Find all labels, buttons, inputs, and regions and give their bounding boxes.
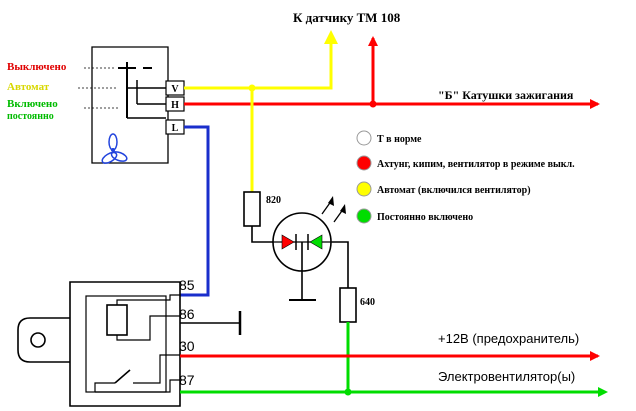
resistor-820 [243,191,261,227]
terminal-v-label: V [171,84,179,95]
fan-arrow [598,387,608,397]
switch-pos-auto: Автомат [7,81,50,93]
switch-pos-off: Выключено [7,61,67,73]
relay-contact [114,369,131,384]
resistor-640-label: 640 [360,297,375,308]
switch-pos-on: Включено [7,98,58,110]
yellow-junction-dot [248,84,256,92]
plus12-label: +12В (предохранитель) [438,331,579,346]
legend-text-on: Постоянно включено [377,212,473,223]
legend-dot-normal [356,130,372,146]
fan-icon [101,133,128,164]
resistor-640 [339,287,357,323]
legend-text-normal: Т в норме [377,134,422,145]
legend: Т в норме Ахтунг, кипим, вентилятор в ре… [356,130,575,224]
sensor-arrow [324,30,338,44]
terminal-l-label: L [172,123,179,134]
relay-control-wire [180,125,210,297]
fan-label: Электровентилятор(ы) [438,369,575,384]
switch-block: V H L [91,46,185,164]
resistor-820-label: 820 [266,195,281,206]
sensor-wire [184,42,333,90]
relay-pin-87: 87 [179,372,195,388]
legend-text-auto: Автомат (включился вентилятор) [377,185,531,196]
resistor-640-lead [332,241,349,288]
relay-pin-86: 86 [179,306,195,322]
relay-pin-30: 30 [179,338,195,354]
relay-coil [106,304,128,336]
resistor-820-lead [251,226,280,243]
legend-dot-on [356,208,372,224]
relay [17,281,181,407]
sensor-label: К датчику ТМ 108 [293,10,401,25]
ignition-label: "Б" Катушки зажигания [438,88,574,102]
switch-pos-permanent: постоянно [7,111,54,122]
red-diode [281,234,295,250]
green-diode [309,234,323,250]
legend-text-alarm: Ахтунг, кипим, вентилятор в режиме выкл. [377,159,575,170]
legend-dot-alarm [356,155,372,171]
red-junction-dot [369,100,377,108]
relay-pin-85: 85 [179,277,195,293]
legend-dot-auto [356,181,372,197]
terminal-h-label: H [171,100,179,111]
